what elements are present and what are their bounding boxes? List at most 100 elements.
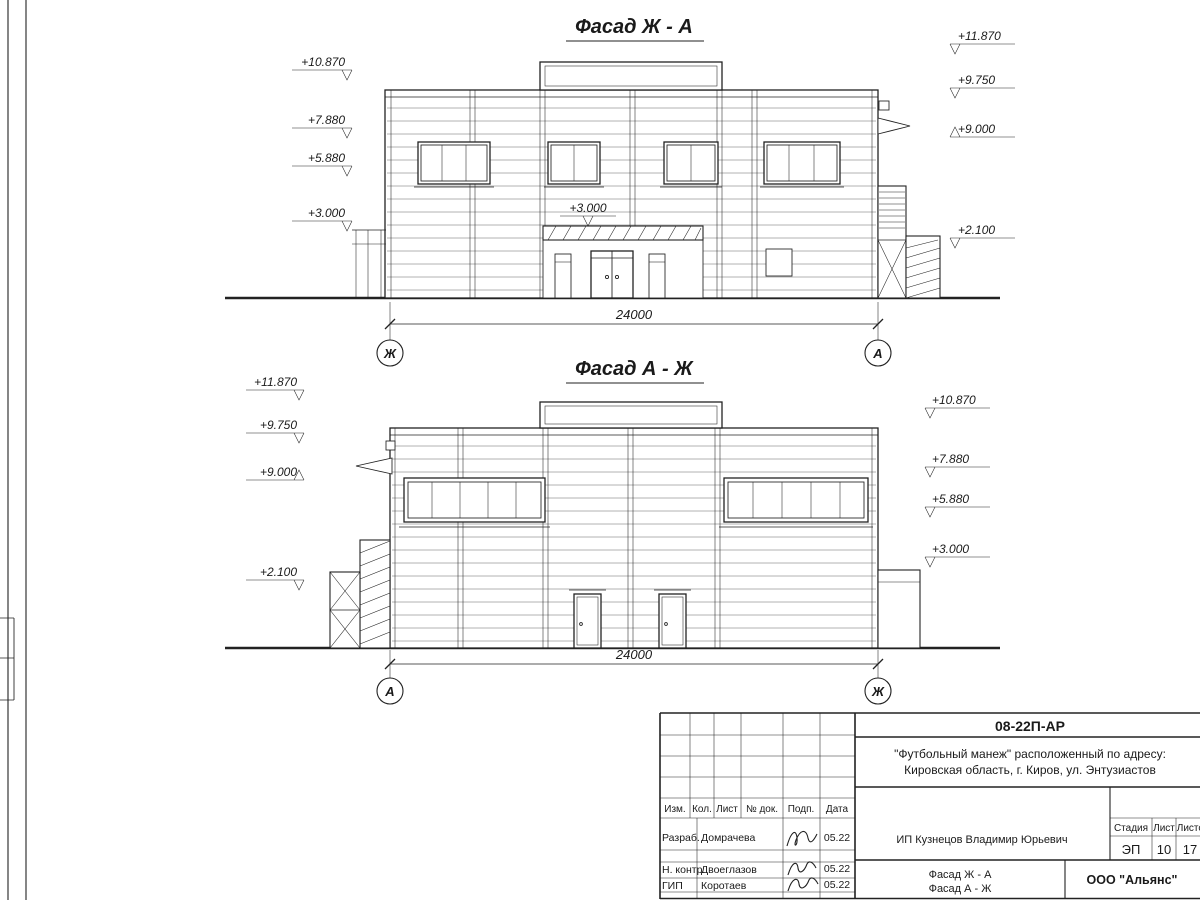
staff-date: 05.22	[824, 879, 850, 891]
staff-name: Домрачева	[701, 832, 756, 844]
elevation-value: +9.750	[958, 73, 995, 87]
axis-circle	[376, 677, 404, 705]
elevation-mark: +2.100	[949, 223, 1015, 249]
sheets-label: Листов	[1177, 823, 1200, 834]
col-header: Лист	[716, 804, 738, 815]
elevation-value: +3.000	[932, 542, 969, 556]
elevation-value: +10.870	[301, 55, 345, 69]
facade-top: Фасад Ж - А	[225, 16, 1015, 367]
col-header: Кол.	[692, 804, 712, 815]
project-address-line1: "Футбольный манеж" расположенный по адре…	[894, 747, 1166, 761]
facade-bottom-stair	[329, 457, 393, 649]
titleblock-header-row: Изм. Кол. Лист № док. Подп. Дата	[664, 804, 848, 815]
staff-date: 05.22	[824, 863, 850, 875]
staff-name: Двоеглазов	[701, 864, 757, 876]
facade-top-title: Фасад Ж - А	[575, 16, 693, 38]
elevation-value: +9.000	[958, 122, 995, 136]
facade-top-entrance	[542, 225, 704, 299]
sheets-value: 17	[1183, 842, 1197, 857]
title-block: Изм. Кол. Лист № док. Подп. Дата Разраб.…	[659, 712, 1200, 900]
axis-circle	[864, 339, 892, 367]
facade-bottom-title: Фасад А - Ж	[575, 358, 694, 380]
client-name: ИП Кузнецов Владимир Юрьевич	[896, 834, 1067, 846]
dimension-value: 24000	[615, 647, 653, 662]
facade-top-windows	[414, 141, 844, 188]
stage-label: Стадия	[1114, 823, 1148, 834]
facade-bottom-doors	[569, 589, 691, 649]
elevation-mark: +11.870	[949, 29, 1015, 55]
col-header: Дата	[826, 804, 849, 815]
signature	[787, 861, 817, 876]
elevation-mark: +2.100	[246, 565, 305, 591]
elevation-mark: +9.000	[246, 465, 305, 481]
facade-bottom: Фасад А - Ж	[225, 358, 1000, 705]
elevation-mark: +5.880	[292, 151, 353, 177]
elevation-mark: +3.000	[924, 542, 990, 568]
elevation-mark: +9.750	[246, 418, 305, 444]
elevation-value: +5.880	[932, 492, 969, 506]
facade-bottom-building	[329, 401, 921, 649]
elevation-value: +7.880	[308, 113, 345, 127]
dimension-value: 24000	[615, 307, 653, 322]
elevation-mark: +5.880	[924, 492, 990, 518]
elevation-mark: +10.870	[924, 393, 990, 419]
axis-label: А	[384, 684, 394, 699]
company-name: ООО "Альянс"	[1087, 873, 1178, 887]
staff-date: 05.22	[824, 832, 850, 844]
facade-top-building	[352, 61, 941, 299]
facade-top-marks-right: +11.870 +9.750 +9.000 +2.100	[949, 29, 1015, 249]
elevation-value: +3.000	[569, 201, 606, 215]
elevation-mark: +7.880	[292, 113, 353, 139]
elevation-value: +11.870	[254, 375, 297, 389]
elevation-value: +2.100	[958, 223, 995, 237]
axis-label: Ж	[383, 346, 397, 361]
staff-name: Коротаев	[701, 880, 747, 892]
elevation-mark: +10.870	[292, 55, 353, 81]
signature	[787, 877, 819, 892]
elevation-mark: +11.870	[246, 375, 305, 401]
facade-top-porch	[352, 229, 386, 298]
facade-bottom-annex	[877, 569, 921, 649]
sheet-title-line1: Фасад Ж - А	[929, 869, 993, 881]
sheet-title-line2: Фасад А - Ж	[929, 883, 992, 895]
facade-top-marks-left: +10.870 +7.880 +5.880 +3.000	[292, 55, 353, 232]
facade-top-dimension: 24000 Ж А	[376, 302, 892, 367]
signature	[786, 830, 818, 847]
facade-bottom-windows	[399, 477, 873, 528]
elevation-value: +9.000	[260, 465, 297, 479]
elevation-mark-center: +3.000	[560, 201, 616, 227]
facade-top-small-window	[765, 248, 793, 277]
axis-circle	[376, 339, 404, 367]
axis-label: Ж	[871, 684, 885, 699]
sheet-frame	[0, 0, 27, 900]
elevation-mark: +9.000	[949, 122, 1015, 138]
elevation-value: +9.750	[260, 418, 297, 432]
staff-role: Н. контр.	[662, 864, 705, 876]
elevation-value: +10.870	[932, 393, 976, 407]
col-header: Подп.	[788, 804, 815, 815]
facade-top-stair	[877, 117, 941, 299]
elevation-mark: +3.000	[292, 206, 353, 232]
staff-role: Разраб.	[662, 832, 700, 844]
col-header: Изм.	[664, 804, 685, 815]
sheet-value: 10	[1157, 842, 1171, 857]
elevation-value: +5.880	[308, 151, 345, 165]
elevation-value: +3.000	[308, 206, 345, 220]
project-address-line2: Кировская область, г. Киров, ул. Энтузиа…	[904, 763, 1156, 777]
elevation-mark: +7.880	[924, 452, 990, 478]
sheet-label: Лист	[1153, 823, 1175, 834]
elevation-value: +2.100	[260, 565, 297, 579]
facade-bottom-dimension: 24000 А Ж	[376, 647, 892, 705]
elevation-mark: +9.750	[949, 73, 1015, 99]
axis-label: А	[872, 346, 882, 361]
staff-role: ГИП	[662, 880, 683, 892]
facade-bottom-marks-left: +11.870 +9.750 +9.000 +2.100	[246, 375, 305, 591]
titleblock-staff-rows: Разраб. Домрачева 05.22 Н. контр. Двоегл…	[662, 830, 850, 892]
col-header: № док.	[746, 804, 778, 815]
axis-circle	[864, 677, 892, 705]
stage-value: ЭП	[1122, 842, 1141, 857]
facade-bottom-marks-right: +10.870 +7.880 +5.880 +3.000	[924, 393, 990, 568]
elevation-value: +11.870	[958, 29, 1001, 43]
